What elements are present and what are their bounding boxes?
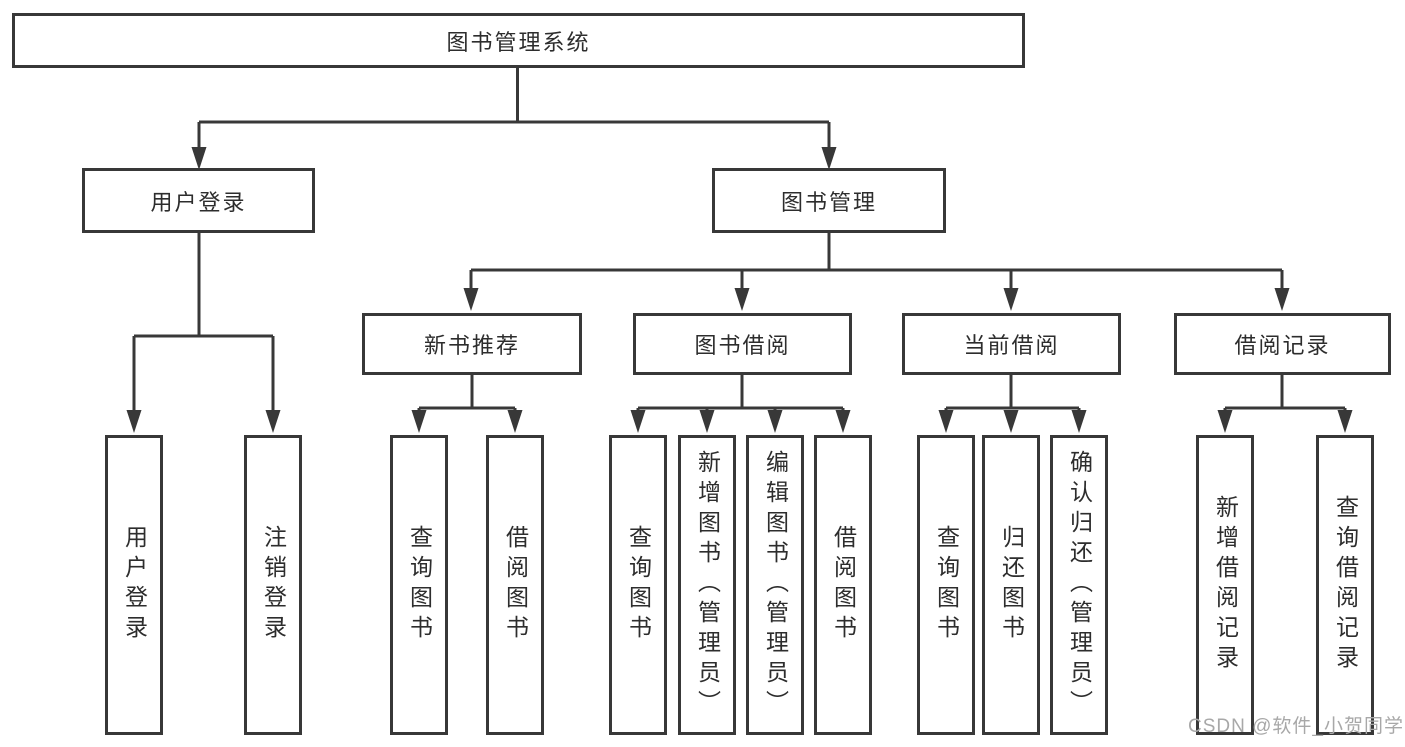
node-borrow-records-label: 借阅记录 <box>1234 333 1331 358</box>
leaf-borrow-borrow-books: 借阅图书 <box>814 435 872 735</box>
node-new-book-recommend: 新书推荐 <box>362 313 582 375</box>
node-library-system: 图书管理系统 <box>12 13 1025 68</box>
csdn-watermark: CSDN @软件_小贺同学 <box>1188 716 1404 737</box>
node-book-management: 图书管理 <box>712 168 946 233</box>
leaf-borrow-borrow-books-label: 借阅图书 <box>830 525 857 645</box>
leaf-newbook-borrow-books: 借阅图书 <box>486 435 544 735</box>
node-new-book-recommend-label: 新书推荐 <box>423 333 520 358</box>
leaf-borrow-edit-books-admin: 编辑图书（管理员） <box>746 435 804 735</box>
leaf-records-query-record: 查询借阅记录 <box>1316 435 1374 735</box>
leaf-user-login: 用户登录 <box>105 435 163 735</box>
node-user-login: 用户登录 <box>82 168 315 233</box>
node-borrow-records: 借阅记录 <box>1174 313 1391 375</box>
leaf-records-add-record: 新增借阅记录 <box>1196 435 1254 735</box>
leaf-current-query-books: 查询图书 <box>917 435 975 735</box>
node-book-management-label: 图书管理 <box>780 189 877 215</box>
leaf-current-query-books-label: 查询图书 <box>933 525 960 645</box>
leaf-current-confirm-return-admin: 确认归还（管理员） <box>1050 435 1108 735</box>
leaf-user-login-label: 用户登录 <box>121 525 148 645</box>
leaf-borrow-query-books-label: 查询图书 <box>625 525 652 645</box>
leaf-logout-label: 注销登录 <box>260 525 287 645</box>
leaf-newbook-query-books: 查询图书 <box>390 435 448 735</box>
node-book-borrow-label: 图书借阅 <box>694 333 791 358</box>
node-current-borrow: 当前借阅 <box>902 313 1121 375</box>
node-book-borrow: 图书借阅 <box>633 313 852 375</box>
leaf-records-query-record-label: 查询借阅记录 <box>1332 495 1359 675</box>
leaf-newbook-query-books-label: 查询图书 <box>406 525 433 645</box>
leaf-current-return-books-label: 归还图书 <box>998 525 1025 645</box>
leaf-borrow-query-books: 查询图书 <box>609 435 667 735</box>
leaf-current-confirm-return-admin-label: 确认归还（管理员） <box>1066 450 1093 720</box>
node-library-system-label: 图书管理系统 <box>446 29 591 55</box>
leaf-logout: 注销登录 <box>244 435 302 735</box>
leaf-borrow-edit-books-admin-label: 编辑图书（管理员） <box>762 450 789 720</box>
leaf-borrow-add-books-admin: 新增图书（管理员） <box>678 435 736 735</box>
leaf-borrow-add-books-admin-label: 新增图书（管理员） <box>694 450 721 720</box>
leaf-records-add-record-label: 新增借阅记录 <box>1212 495 1239 675</box>
leaf-newbook-borrow-books-label: 借阅图书 <box>502 525 529 645</box>
node-current-borrow-label: 当前借阅 <box>963 333 1060 358</box>
leaf-current-return-books: 归还图书 <box>982 435 1040 735</box>
node-user-login-label: 用户登录 <box>150 189 247 215</box>
